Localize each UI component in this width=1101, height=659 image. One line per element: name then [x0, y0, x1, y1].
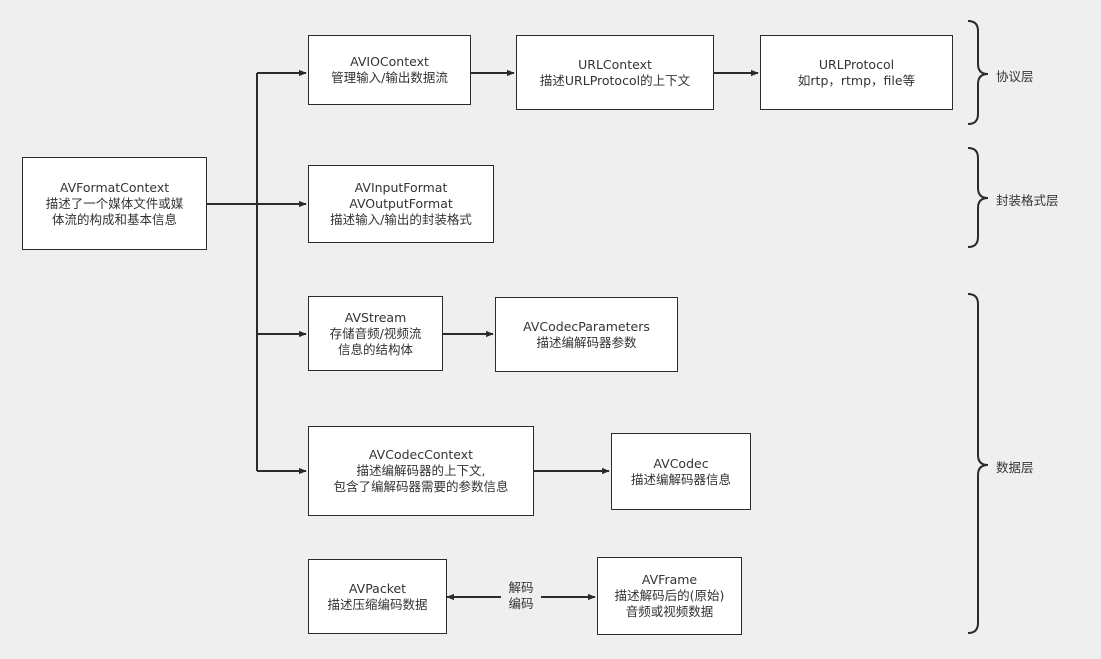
node-aviocontext: AVIOContext 管理输入/输出数据流: [308, 35, 471, 105]
node-description: 描述解码后的(原始): [614, 588, 725, 603]
edge-label-decode-encode: 解码 编码: [501, 580, 541, 612]
node-urlprotocol: URLProtocol 如rtp，rtmp，file等: [760, 35, 953, 110]
edge-label-decode: 解码: [508, 580, 534, 595]
node-title: AVFrame: [641, 572, 698, 587]
node-title: AVStream: [344, 309, 407, 325]
layer-label-container: 封装格式层: [996, 193, 1059, 208]
node-title-secondary: AVOutputFormat: [349, 196, 453, 211]
node-description: 描述编解码器的上下文,: [356, 463, 486, 478]
node-description: 如rtp，rtmp，file等: [797, 72, 916, 88]
node-description: 包含了编解码器需要的参数信息: [333, 479, 509, 494]
node-avinputformat: AVInputFormat AVOutputFormat 描述输入/输出的封装格…: [308, 165, 494, 243]
node-description: 描述URLProtocol的上下文: [539, 72, 691, 88]
node-avcodec: AVCodec 描述编解码器信息: [611, 433, 751, 510]
node-title: URLContext: [578, 56, 652, 72]
node-description: 体流的构成和基本信息: [51, 211, 177, 227]
layer-label-data: 数据层: [996, 460, 1034, 475]
node-description: 存储音频/视频流: [329, 325, 422, 341]
node-avstream: AVStream 存储音频/视频流 信息的结构体: [308, 296, 443, 371]
layer-label-protocol: 协议层: [996, 69, 1034, 84]
node-description: 音频或视频数据: [625, 604, 714, 619]
node-title: AVInputFormat: [354, 180, 448, 195]
node-description: 描述编解码器参数: [536, 334, 637, 350]
node-title: AVIOContext: [350, 54, 429, 69]
node-title: AVCodecParameters: [523, 318, 650, 334]
brace-protocol-layer: [967, 20, 989, 125]
node-title: AVFormatContext: [59, 179, 170, 195]
node-urlcontext: URLContext 描述URLProtocol的上下文: [516, 35, 714, 110]
node-description: 描述输入/输出的封装格式: [330, 212, 472, 227]
node-description: 描述编解码器信息: [630, 471, 731, 487]
node-description: 描述压缩编码数据: [327, 596, 428, 612]
node-avformatcontext: AVFormatContext 描述了一个媒体文件或媒 体流的构成和基本信息: [22, 157, 207, 250]
node-description: 描述了一个媒体文件或媒: [45, 195, 184, 211]
node-avframe: AVFrame 描述解码后的(原始) 音频或视频数据: [597, 557, 742, 635]
node-title: AVPacket: [348, 580, 407, 596]
node-title: AVCodecContext: [368, 447, 474, 462]
node-avpacket: AVPacket 描述压缩编码数据: [308, 559, 447, 634]
node-title: AVCodec: [653, 455, 709, 471]
node-description: 信息的结构体: [337, 341, 413, 357]
node-title: URLProtocol: [818, 56, 895, 72]
brace-data-layer: [967, 293, 989, 634]
brace-container-layer: [967, 147, 989, 248]
edge-label-encode: 编码: [508, 596, 534, 611]
node-description: 管理输入/输出数据流: [331, 70, 448, 85]
node-avcodeccontext: AVCodecContext 描述编解码器的上下文, 包含了编解码器需要的参数信…: [308, 426, 534, 516]
node-avcodecparameters: AVCodecParameters 描述编解码器参数: [495, 297, 678, 372]
